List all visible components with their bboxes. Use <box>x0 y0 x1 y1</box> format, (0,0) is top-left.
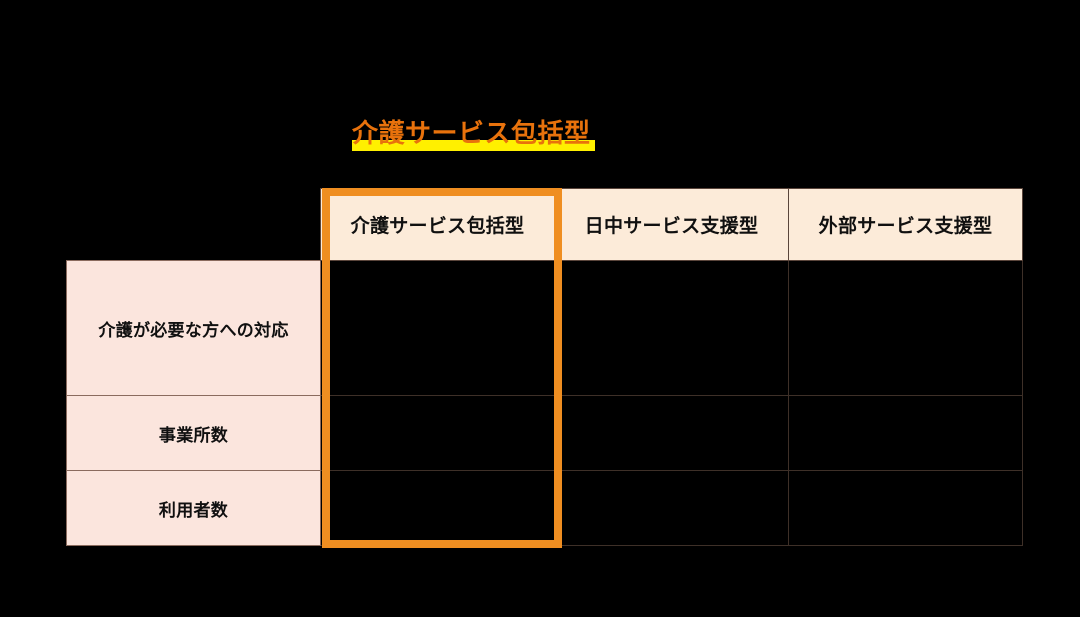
cell-r2c1 <box>320 395 555 471</box>
comparison-table: 介護サービス包括型 日中サービス支援型 外部サービス支援型 介護が必要な方への対… <box>66 188 1023 546</box>
row-label-1: 介護が必要な方への対応 <box>66 260 321 396</box>
cell-r1c1 <box>320 260 555 396</box>
row-label-2: 事業所数 <box>66 395 321 471</box>
table-row: 利用者数 <box>66 470 1023 546</box>
cell-r1c2 <box>554 260 789 396</box>
title-highlight-bar <box>352 140 595 151</box>
page-title: 介護サービス包括型 <box>352 113 595 153</box>
table-row: 介護が必要な方への対応 <box>66 260 1023 396</box>
column-header-3: 外部サービス支援型 <box>788 188 1023 261</box>
cell-r3c3 <box>788 470 1023 546</box>
cell-r2c2 <box>554 395 789 471</box>
table-header-row: 介護サービス包括型 日中サービス支援型 外部サービス支援型 <box>67 188 1023 261</box>
column-header-1: 介護サービス包括型 <box>320 188 555 261</box>
cell-r2c3 <box>788 395 1023 471</box>
table-corner-cell <box>67 189 321 261</box>
cell-r3c2 <box>554 470 789 546</box>
page-title-text: 介護サービス包括型 <box>352 118 591 148</box>
row-label-3: 利用者数 <box>66 470 321 546</box>
table-row: 事業所数 <box>66 395 1023 471</box>
cell-r1c3 <box>788 260 1023 396</box>
cell-r3c1 <box>320 470 555 546</box>
column-header-2: 日中サービス支援型 <box>554 188 789 261</box>
